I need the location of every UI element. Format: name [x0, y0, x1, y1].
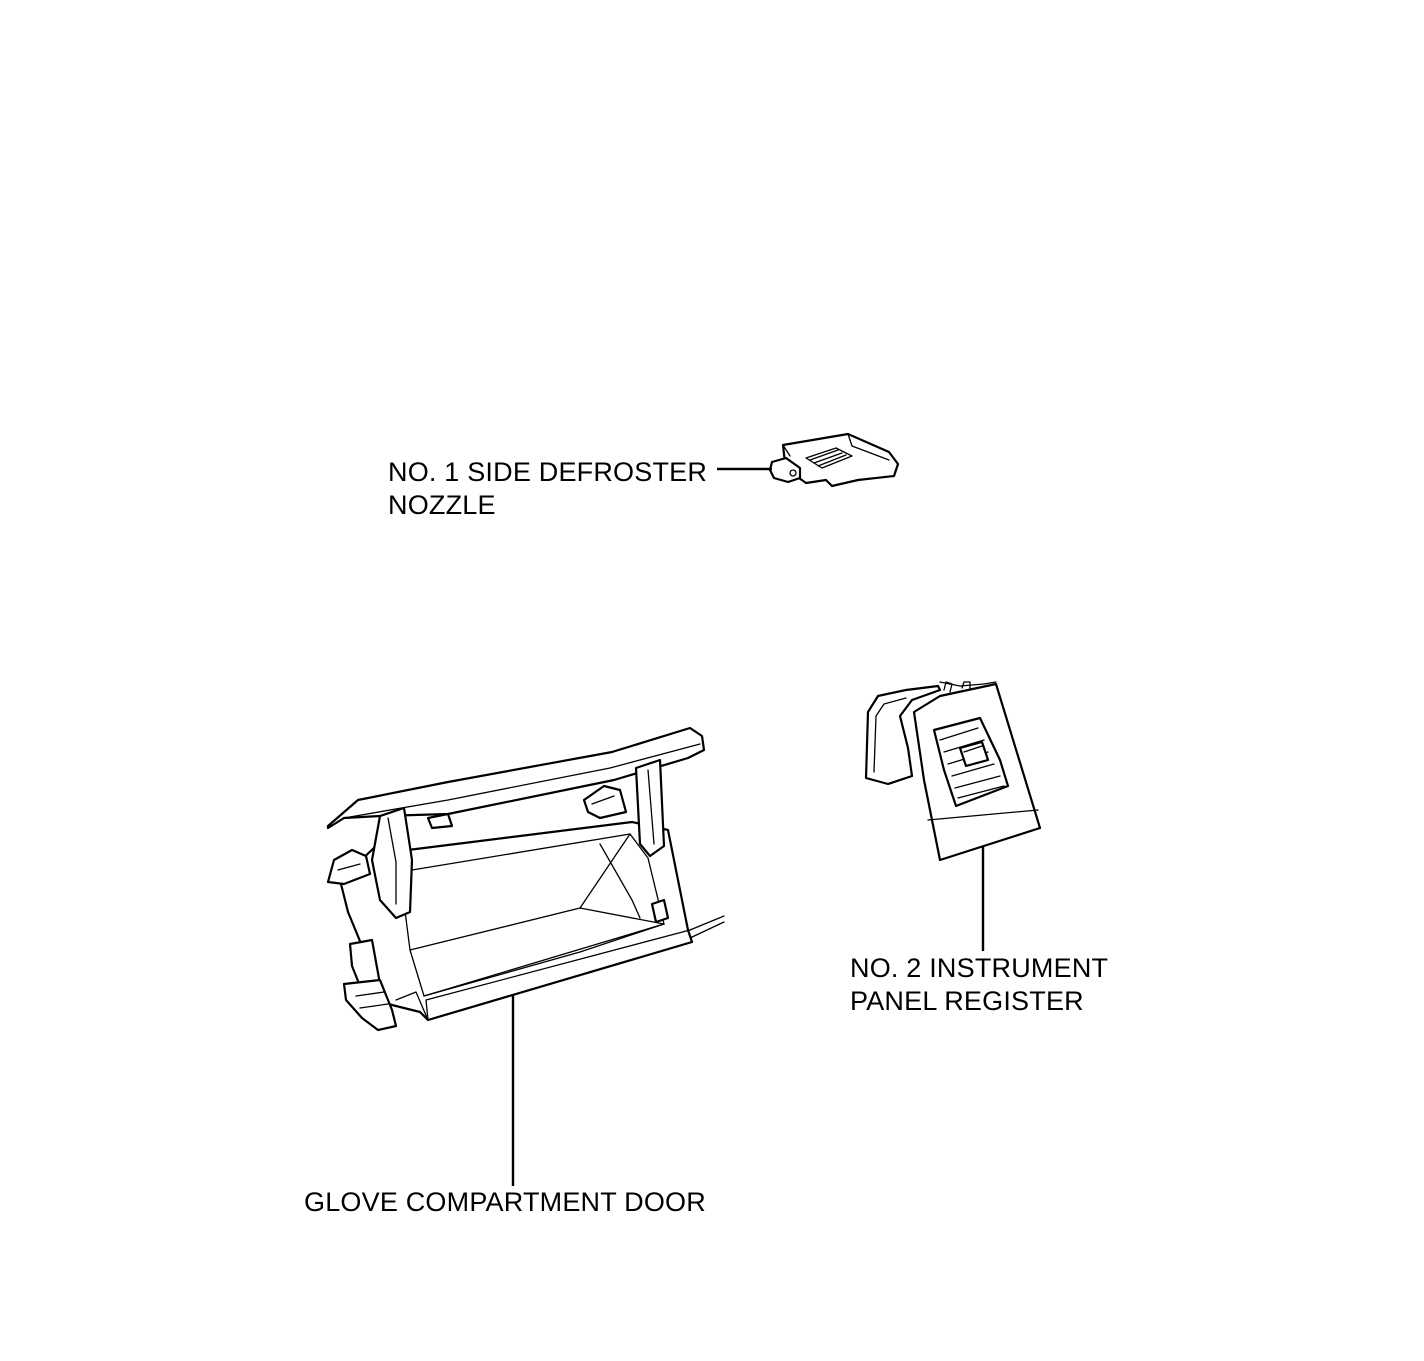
side-defroster-nozzle-drawing — [768, 432, 900, 488]
side-defroster-nozzle-label-line2: NOZZLE — [388, 490, 496, 520]
glove-compartment-door-label: GLOVE COMPARTMENT DOOR — [304, 1186, 706, 1219]
instrument-panel-register-drawing — [864, 681, 1042, 862]
glove-compartment-door-label-line1: GLOVE COMPARTMENT DOOR — [304, 1187, 706, 1217]
side-defroster-nozzle-label: NO. 1 SIDE DEFROSTER NOZZLE — [388, 456, 707, 522]
side-defroster-nozzle-label-line1: NO. 1 SIDE DEFROSTER — [388, 457, 708, 487]
instrument-panel-register-label-line2: PANEL REGISTER — [850, 986, 1084, 1016]
instrument-panel-register-label: NO. 2 INSTRUMENT PANEL REGISTER — [850, 952, 1108, 1018]
instrument-panel-register-label-line1: NO. 2 INSTRUMENT — [850, 953, 1109, 983]
glove-compartment-door-drawing — [326, 726, 725, 1032]
